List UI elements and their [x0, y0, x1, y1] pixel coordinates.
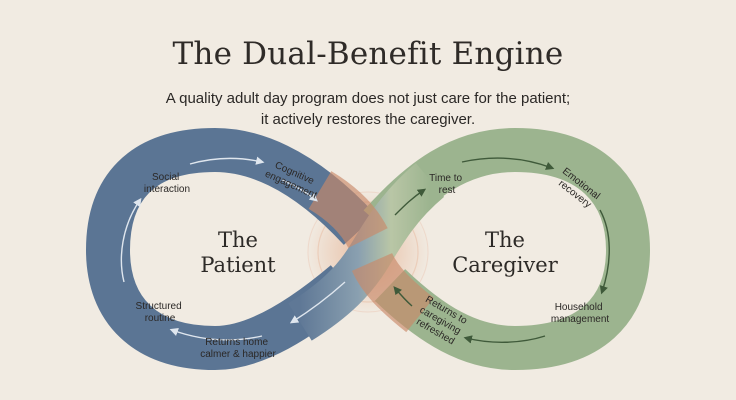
caregiver-loop: [363, 127, 651, 371]
caregiver-label-line-2: Caregiver: [452, 253, 559, 277]
caregiver-label-line-1: The: [485, 228, 525, 252]
step-time-to-rest: Time to rest: [429, 173, 465, 196]
step-household-management: Household management: [551, 302, 610, 325]
patient-loop: [85, 127, 377, 371]
patient-label-line-1: The: [218, 228, 258, 252]
step-social-interaction: Social interaction: [144, 172, 190, 195]
caregiver-flow-arrows: [393, 157, 610, 344]
page-title: The Dual-Benefit Engine: [172, 36, 564, 72]
crossing-band-falling-lower: [351, 252, 434, 333]
patient-label-line-2: Patient: [200, 253, 276, 277]
subtitle-line-1: A quality adult day program does not jus…: [165, 90, 571, 107]
page-subtitle: A quality adult day program does not jus…: [0, 88, 736, 130]
patient-flow-arrows: [120, 156, 346, 341]
step-returns-home: Returns home calmer & happier: [200, 337, 276, 360]
subtitle-line-2: it actively restores the caregiver.: [260, 111, 476, 128]
crossing-band-rising: [288, 163, 445, 341]
step-structured-routine: Structured routine: [136, 301, 185, 324]
crossing-band-falling: [308, 171, 388, 249]
